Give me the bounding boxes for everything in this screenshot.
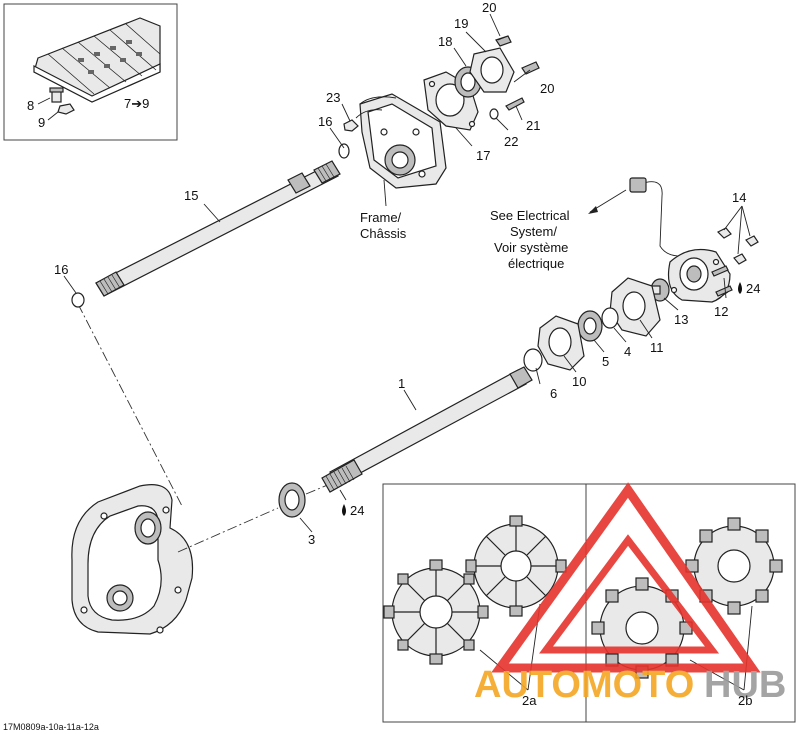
lower-flange-11: [609, 277, 661, 337]
note-electrical-line2: System/: [510, 224, 557, 239]
sprocket-2b-front: [591, 577, 693, 679]
sprocket-2a-rear: [465, 515, 567, 617]
note-electrical-line1: See Electrical: [490, 208, 570, 223]
bearing-5: [577, 310, 603, 342]
callout-16-left: 16: [54, 262, 68, 277]
track-illustration: [33, 17, 161, 103]
callout-14: 14: [732, 190, 746, 205]
nuts-14: [716, 227, 759, 265]
upper-cover-plate: [469, 47, 515, 93]
sprocket-2a-front: [383, 559, 489, 665]
callout-3: 3: [308, 532, 315, 547]
note-frame-line2: Châssis: [360, 226, 407, 241]
callout-16-top: 16: [318, 114, 332, 129]
o-ring-top: [338, 143, 350, 159]
seal-3: [278, 482, 306, 518]
callout-2b: 2b: [738, 693, 752, 708]
callout-1: 1: [398, 376, 405, 391]
callout-19: 19: [454, 16, 468, 31]
o-ring-left: [71, 292, 85, 308]
oil-drop-icon-lower: [342, 504, 346, 516]
upper-shaft: [95, 160, 341, 297]
nut-23: [343, 119, 359, 132]
chaincase-housing: [71, 484, 194, 635]
callout-20-right: 20: [540, 81, 554, 96]
callout-18: 18: [438, 34, 452, 49]
callout-22: 22: [504, 134, 518, 149]
watermark-text-hub: HUB: [704, 664, 786, 706]
upper-bearing-flange: [423, 71, 479, 131]
o-ring-4: [601, 307, 619, 329]
bolt-20-right: [521, 61, 540, 75]
stud-icon: [49, 87, 64, 103]
callout-4: 4: [624, 344, 631, 359]
callout-21: 21: [526, 118, 540, 133]
callout-9: 9: [38, 115, 45, 130]
callout-11: 11: [650, 340, 664, 355]
bolt-20-top: [495, 35, 512, 47]
callout-23: 23: [326, 90, 340, 105]
callout-12: 12: [714, 304, 728, 319]
callout-24-lower: 24: [350, 503, 364, 518]
frame-bracket: [343, 93, 447, 189]
bolt-21: [505, 97, 525, 111]
sprocket-inset: [382, 483, 796, 723]
callout-10: 10: [572, 374, 586, 389]
washer-22: [489, 108, 499, 120]
sensor-cover-plate: [667, 249, 731, 303]
watermark-logo: AUTOMOTO HUB: [474, 482, 786, 706]
upper-leaders: [63, 13, 531, 294]
callout-2a: 2a: [522, 693, 537, 708]
callout-5: 5: [602, 354, 609, 369]
lower-leaders: [299, 205, 751, 533]
note-electrical-line4: électrique: [508, 256, 564, 271]
speed-sensor: [588, 177, 681, 257]
callout-17: 17: [476, 148, 490, 163]
diagram-code: 17M0809a-10a-11a-12a: [3, 722, 99, 732]
drive-shaft: [321, 366, 533, 493]
watermark-text-auto: AUTOMOTO: [474, 664, 694, 706]
callout-8: 8: [27, 98, 34, 113]
bearing-housing-10: [537, 315, 585, 371]
callout-20-top: 20: [482, 0, 496, 15]
callouts: 1 2a 2b 3 4 5 6 10 11 12 13 14 15 16 16 …: [54, 0, 760, 708]
callout-15: 15: [184, 188, 198, 203]
callout-24-right: 24: [746, 281, 760, 296]
callout-6: 6: [550, 386, 557, 401]
track-inset: 8 9 7➔9: [3, 3, 178, 141]
nut-icon: [57, 103, 75, 115]
oil-drop-icon: [738, 282, 742, 294]
note-electrical-line3: Voir système: [494, 240, 568, 255]
note-frame-line1: Frame/: [360, 210, 402, 225]
callout-13: 13: [674, 312, 688, 327]
callout-7-to-9: 7➔9: [124, 96, 149, 111]
seal-6: [523, 348, 543, 372]
